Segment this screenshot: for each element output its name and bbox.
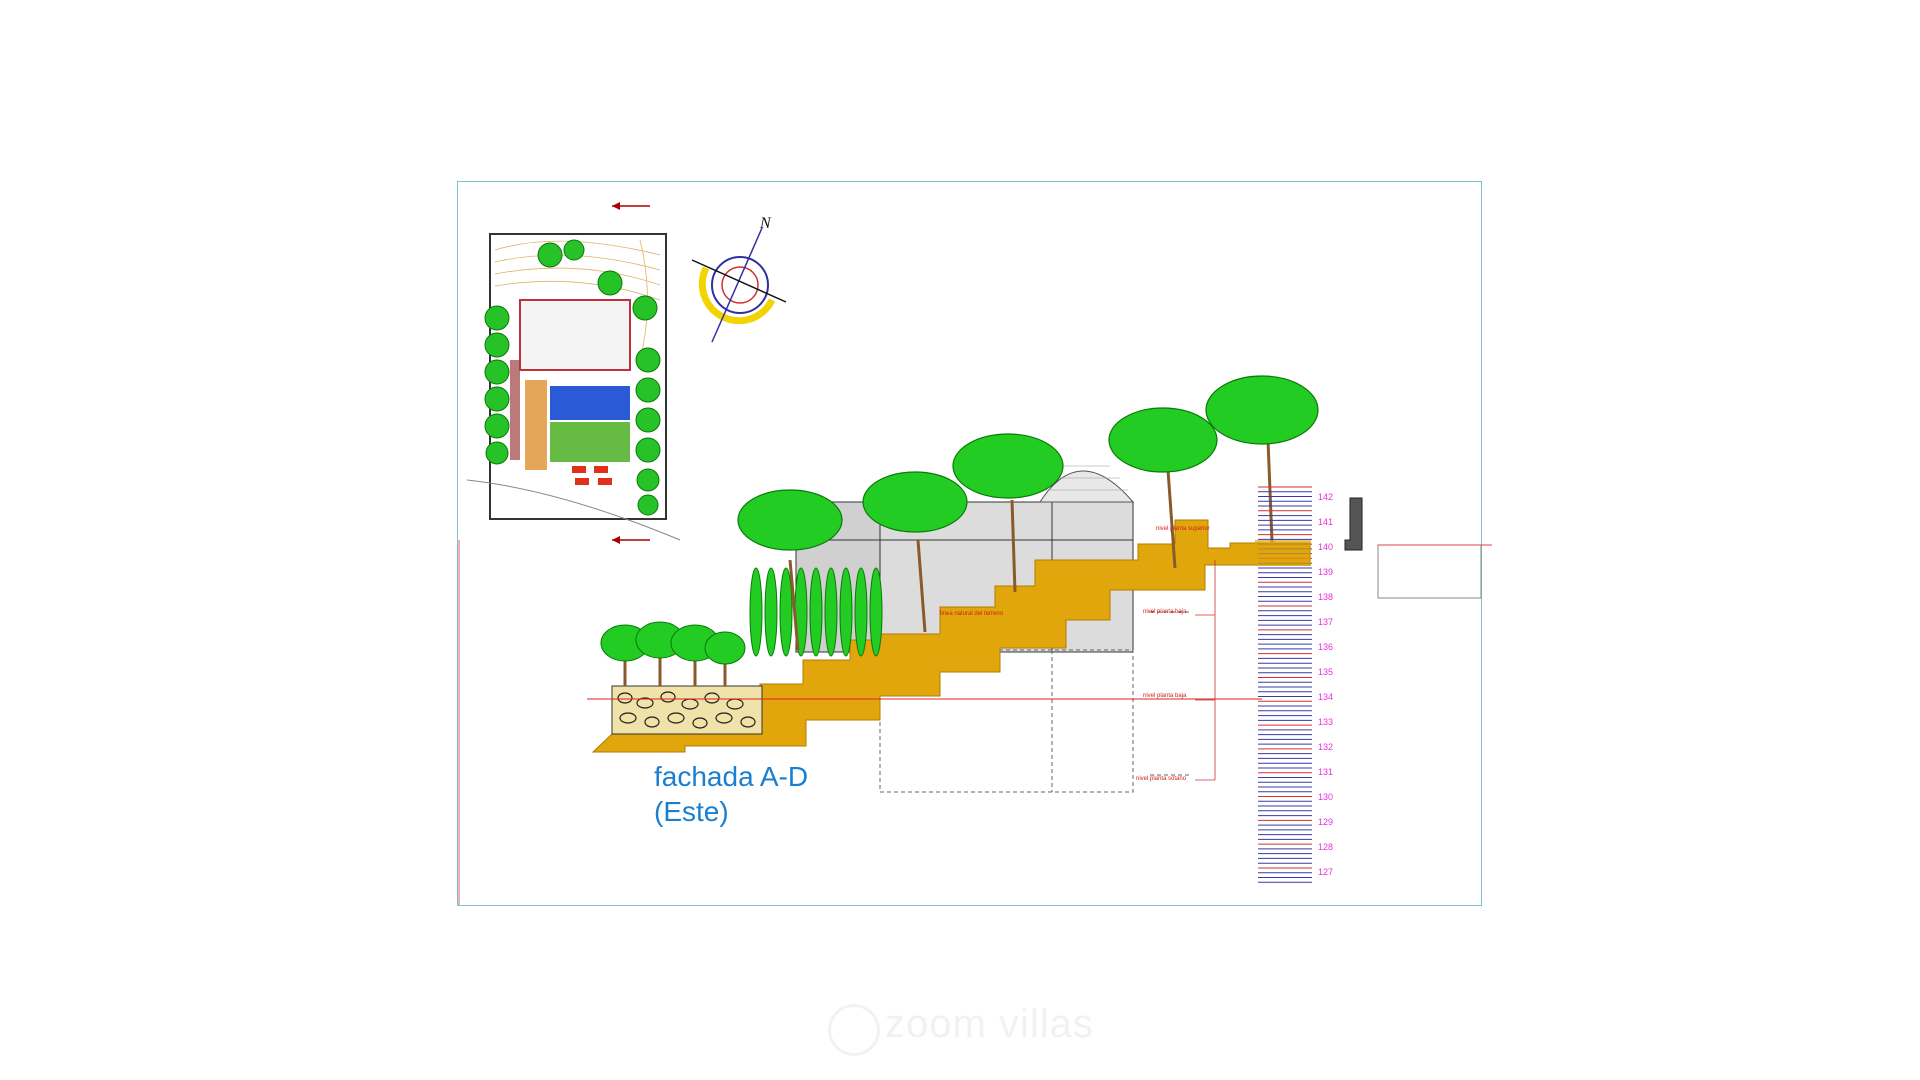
level-label-137: 137 [1318,617,1333,627]
site-plan-house [519,299,631,371]
pine-trees [737,375,1319,651]
level-label-142: 142 [1318,492,1333,502]
site-plan-lawn [550,422,630,462]
north-compass: N [691,215,787,343]
cypress-row [749,567,883,657]
watermark: zoom villas [885,1002,1094,1047]
section-block [1255,540,1311,566]
level-label-130: 130 [1318,792,1333,802]
level-label-139: 139 [1318,567,1333,577]
annotation-ground-floor: nivel planta baja [1143,609,1187,615]
terrain-profile [591,519,1311,753]
watermark-logo-icon [828,1004,880,1056]
caption-line-2: (Este) [654,796,729,827]
level-label-133: 133 [1318,717,1333,727]
caption-line-1: fachada A-D [654,761,809,792]
stone-wall [611,685,763,735]
watermark-text: zoom villas [885,1002,1094,1046]
retaining-wall-detail [1344,497,1363,551]
annotation-lower-floor: nivel planta baja [1143,693,1187,699]
site-plan-trees [484,239,661,516]
level-label-135: 135 [1318,667,1333,677]
site-plan-pool [550,386,630,420]
palm-group [600,621,746,686]
level-label-138: 138 [1318,592,1333,602]
annotation-basement: nivel planta sotano [1136,776,1187,782]
annotation-upper-floor: nivel planta superior [1156,526,1210,532]
level-label-128: 128 [1318,842,1333,852]
north-label: N [759,215,772,232]
annotation-terrain: linea natural del terreno [940,611,1004,617]
level-label-132: 132 [1318,742,1333,752]
level-label-131: 131 [1318,767,1333,777]
site-plan [466,202,681,544]
level-label-127: 127 [1318,867,1333,877]
level-label-134: 134 [1318,692,1333,702]
level-label-129: 129 [1318,817,1333,827]
level-label-140: 140 [1318,542,1333,552]
site-plan-steps [510,360,520,460]
site-plan-terrace [525,380,547,470]
level-label-141: 141 [1318,517,1333,527]
building-dome [1039,470,1135,503]
level-label-136: 136 [1318,642,1333,652]
section-caption: fachada A-D (Este) [654,759,808,829]
adjacent-plot [1377,544,1482,599]
